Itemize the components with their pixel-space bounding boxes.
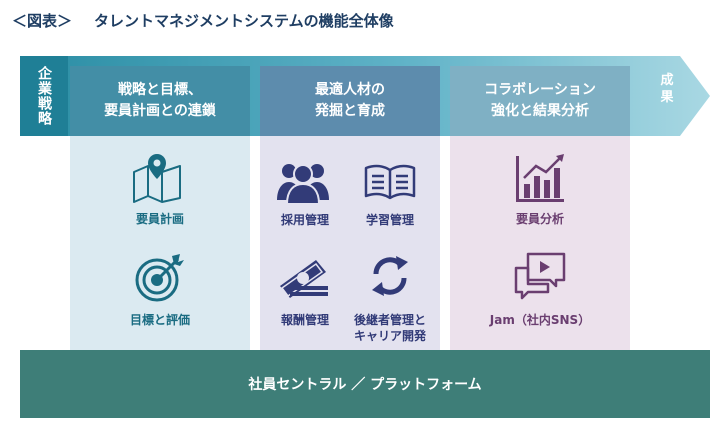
platform-label: 社員セントラル ／ プラットフォーム bbox=[248, 377, 482, 393]
figure-tag: ＜図表＞ bbox=[12, 12, 73, 30]
item-label-recruitment: 採用管理 bbox=[280, 213, 329, 227]
target-icon bbox=[135, 254, 184, 302]
item-label-learning: 学習管理 bbox=[365, 213, 414, 227]
result-label: 成果 bbox=[660, 73, 674, 105]
video-chat-icon bbox=[514, 252, 566, 300]
figure-title: ＜図表＞ タレントマネジメントシステムの機能全体像 bbox=[12, 10, 394, 31]
column-heading-3: コラボレーション強化と結果分析 bbox=[450, 66, 630, 136]
item-label-workforce-planning: 要員計画 bbox=[135, 212, 184, 226]
item-label-jam-sns: Jam（社内SNS） bbox=[489, 313, 591, 327]
refresh-icon bbox=[372, 256, 408, 296]
figure-title-text: タレントマネジメントシステムの機能全体像 bbox=[94, 12, 394, 30]
money-icon bbox=[280, 260, 328, 298]
people-icon bbox=[277, 164, 329, 204]
item-label-workforce-analytics: 要員分析 bbox=[515, 212, 564, 226]
corporate-strategy-label: 企業戦略 bbox=[20, 56, 68, 136]
item-label-succession-career: 後継者管理と キャリア開発 bbox=[353, 313, 426, 343]
column-heading-2: 最適人材の発掘と育成 bbox=[260, 66, 440, 136]
platform-bar bbox=[20, 350, 710, 418]
column-heading-1: 戦略と目標、要員計画との連鎖 bbox=[70, 66, 250, 136]
item-label-compensation: 報酬管理 bbox=[280, 313, 329, 327]
map-pin-icon bbox=[133, 154, 181, 203]
book-icon bbox=[364, 164, 416, 200]
chart-icon bbox=[516, 154, 564, 202]
item-label-goals-evaluation: 目標と評価 bbox=[129, 313, 190, 327]
